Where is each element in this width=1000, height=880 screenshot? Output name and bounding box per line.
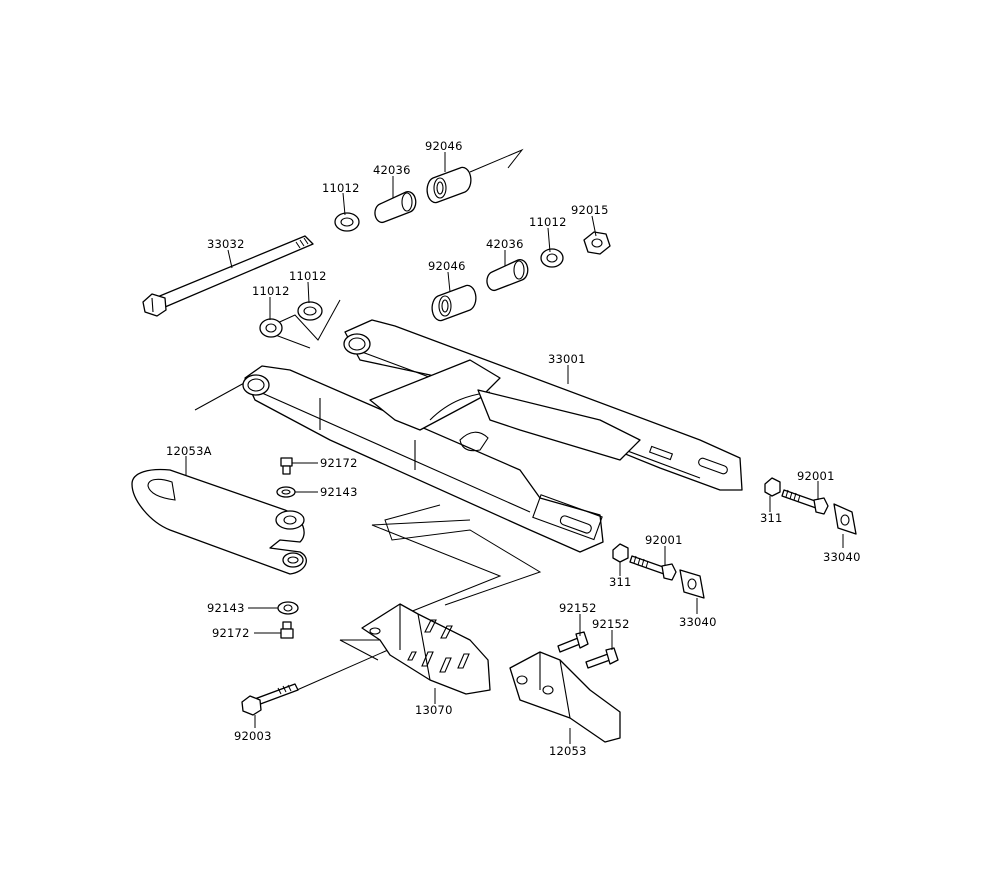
- collar-11012: [334, 212, 360, 232]
- callout-311: 311: [609, 575, 632, 589]
- callout-92001: 92001: [645, 533, 683, 547]
- sleeve-42036: [486, 259, 529, 292]
- screw-92172: [280, 621, 294, 639]
- callout-12053: 12053: [549, 744, 587, 758]
- callout-92172: 92172: [212, 626, 250, 640]
- chain-guide-13070: [361, 603, 491, 695]
- callout-92152: 92152: [592, 617, 630, 631]
- callout-12053A: 12053A: [166, 444, 212, 458]
- bolt-92001: [629, 555, 677, 581]
- bearing-92046: [426, 166, 472, 204]
- assembly-guide-lines: [194, 148, 542, 691]
- callout-labels: 92046 42036 11012 92015 11012 42036 9204…: [166, 139, 861, 758]
- callout-33001: 33001: [548, 352, 586, 366]
- bearing-92046: [431, 284, 477, 322]
- chain-slider-12053A: [131, 468, 307, 575]
- callout-33040: 33040: [823, 550, 861, 564]
- callout-92172: 92172: [320, 456, 358, 470]
- nut-311: [612, 543, 629, 563]
- callout-92001: 92001: [797, 469, 835, 483]
- bolt-92152: [557, 631, 589, 653]
- callout-92143: 92143: [320, 485, 358, 499]
- adjuster-plate-33040: [833, 503, 857, 535]
- chain-adjuster-hardware: [612, 477, 857, 599]
- washer-92143: [277, 601, 299, 615]
- collar-11012: [297, 301, 323, 321]
- nut-92015: [583, 231, 611, 255]
- callout-92046: 92046: [428, 259, 466, 273]
- pivot-shaft-33032: [142, 235, 314, 317]
- bolt-92003: [241, 683, 299, 716]
- callout-42036: 42036: [486, 237, 524, 251]
- callout-92143: 92143: [207, 601, 245, 615]
- callout-33040: 33040: [679, 615, 717, 629]
- bolt-92152: [585, 647, 619, 669]
- callout-92152: 92152: [559, 601, 597, 615]
- adjuster-plate-33040: [679, 569, 705, 599]
- swingarm-33001: [242, 319, 743, 553]
- callout-11012: 11012: [529, 215, 567, 229]
- collar-11012: [540, 248, 564, 268]
- pivot-bearing-parts: [259, 166, 611, 338]
- callout-92046: 92046: [425, 139, 463, 153]
- callout-311: 311: [760, 511, 783, 525]
- screw-92172: [280, 457, 293, 475]
- sleeve-42036: [374, 191, 417, 224]
- callout-13070: 13070: [415, 703, 453, 717]
- callout-11012: 11012: [252, 284, 290, 298]
- callout-92015: 92015: [571, 203, 609, 217]
- nut-311: [764, 477, 781, 497]
- callout-42036: 42036: [373, 163, 411, 177]
- callout-leader-lines: [185, 152, 844, 744]
- collar-11012: [259, 318, 283, 338]
- callout-33032: 33032: [207, 237, 245, 251]
- bolt-92001: [781, 489, 829, 515]
- callout-92003: 92003: [234, 729, 272, 743]
- washer-92143: [276, 486, 296, 498]
- slider-fasteners: [276, 457, 299, 639]
- chain-guide-12053: [509, 651, 621, 743]
- callout-11012: 11012: [289, 269, 327, 283]
- callout-11012: 11012: [322, 181, 360, 195]
